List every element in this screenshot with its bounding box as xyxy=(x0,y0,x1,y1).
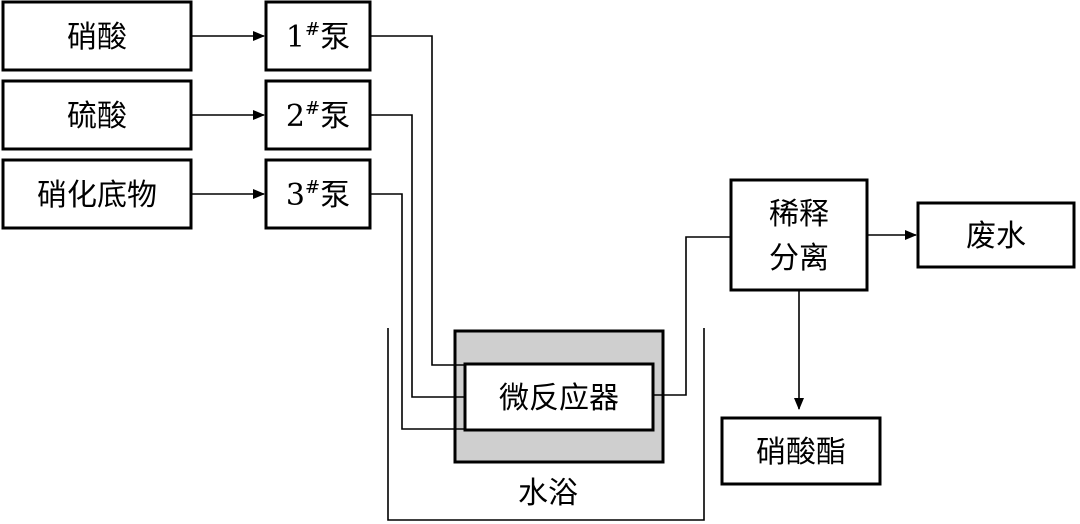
line-pump2-to-reactor xyxy=(370,114,465,398)
dilution-separation: 稀释 分离 xyxy=(729,178,869,292)
product-nitrate-ester: 硝酸酯 xyxy=(720,416,882,486)
water-bath: 水浴 xyxy=(387,328,705,521)
micro-reactor: 微反应器 xyxy=(453,329,665,464)
dilution-separation-line1: 稀释 xyxy=(769,197,829,232)
water-bath-vessel xyxy=(387,328,705,521)
product-nitrate-ester-label: 硝酸酯 xyxy=(756,435,846,470)
input-sulfuric-acid-label: 硫酸 xyxy=(67,99,127,134)
pump-1-label: 1#泵 xyxy=(286,19,350,55)
pump-2-label: 2#泵 xyxy=(286,98,350,134)
input-substrate: 硝化底物 xyxy=(1,158,193,230)
pump-1: 1#泵 xyxy=(264,0,372,72)
line-pump3-to-reactor xyxy=(370,193,465,430)
pump-3: 3#泵 xyxy=(264,158,372,230)
micro-reactor-core xyxy=(463,362,655,432)
pump-3-label: 3#泵 xyxy=(286,177,350,213)
line-pump1-to-reactor xyxy=(370,35,465,366)
input-nitric-acid: 硝酸 xyxy=(1,0,193,72)
waste-water-label: 废水 xyxy=(966,219,1026,254)
waste-water: 废水 xyxy=(916,201,1076,269)
water-bath-label: 水浴 xyxy=(518,476,578,511)
dilution-separation-line2: 分离 xyxy=(769,241,829,276)
input-substrate-label: 硝化底物 xyxy=(37,178,157,213)
micro-reactor-label: 微反应器 xyxy=(499,381,619,416)
input-nitric-acid-label: 硝酸 xyxy=(67,20,127,55)
pump-2: 2#泵 xyxy=(264,79,372,151)
input-sulfuric-acid: 硫酸 xyxy=(1,79,193,151)
line-reactor-to-separation xyxy=(653,236,731,396)
